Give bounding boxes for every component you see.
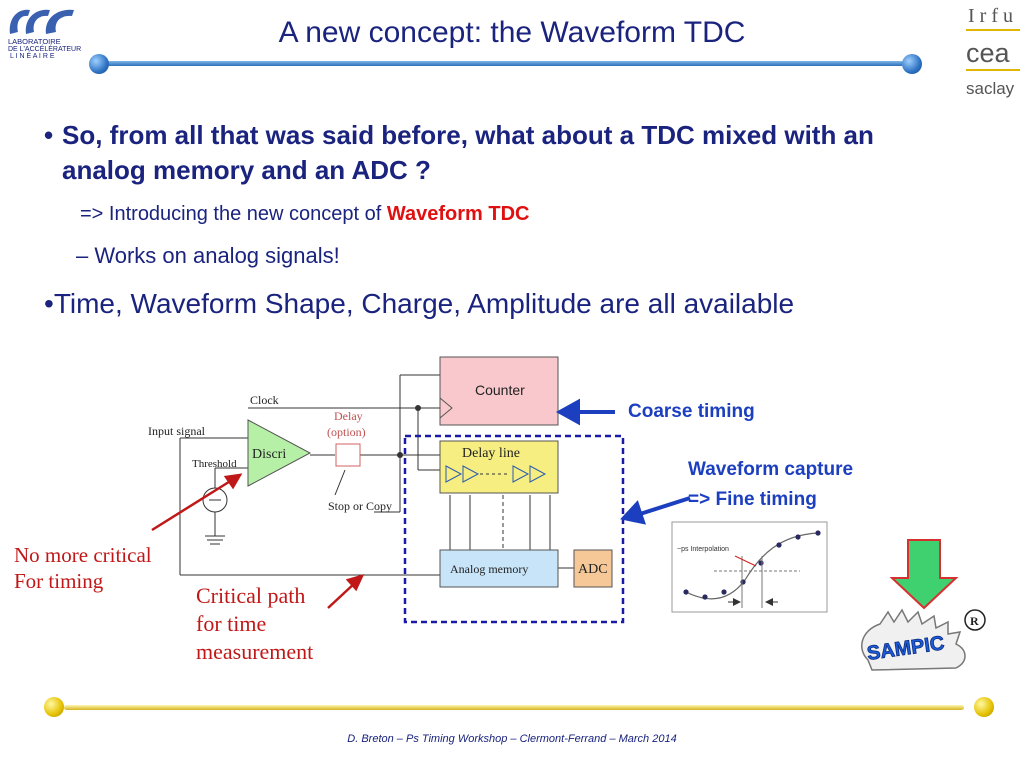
no-more-critical-line-2: For timing — [14, 569, 104, 593]
waveform-dashed-box — [403, 434, 625, 624]
bullet-1-sub-1: => Introducing the new concept of Wavefo… — [80, 203, 529, 226]
no-more-critical-line-1: No more critical — [14, 543, 152, 567]
bullet-2-text: Time, Waveform Shape, Charge, Amplitude … — [53, 288, 795, 319]
sub1-prefix: => Introducing the new concept of — [80, 203, 387, 225]
cea-text: cea — [966, 38, 1011, 68]
delay-option-box — [335, 443, 361, 467]
analog-memory-box — [439, 549, 559, 588]
slide-title: A new concept: the Waveform TDC — [278, 16, 746, 49]
delay-line-box — [439, 440, 559, 494]
fine-timing-label: => Fine timing — [688, 489, 817, 510]
sub1-highlight: Waveform TDC — [386, 203, 530, 225]
bullet-1-text: So, from all that was said before, what … — [62, 120, 874, 185]
waveform-capture-label: Waveform capture — [688, 459, 854, 480]
footer-text: D. Breton – Ps Timing Workshop – Clermon… — [347, 733, 677, 745]
critical-path-label: Critical path for time measurement — [196, 582, 313, 666]
bullet-2-dot: • — [44, 288, 54, 319]
coarse-timing-label: Coarse timing — [628, 401, 755, 422]
header-orb-left — [89, 54, 109, 74]
interpolation-inset — [671, 521, 828, 613]
threshold-label: Threshold — [192, 458, 237, 470]
lal-line-1: LABORATOIRE — [8, 37, 61, 46]
footer-orb-left — [44, 697, 64, 717]
footer-bar — [64, 705, 964, 710]
no-more-critical-label: No more critical For timing — [14, 542, 152, 594]
lal-line-2: DE L'ACCÉLÉRATEUR — [8, 44, 81, 53]
header-orb-right — [902, 54, 922, 74]
critical-path-line-3: measurement — [196, 639, 314, 664]
adc-label: ADC — [578, 562, 608, 577]
analog-memory-label: Analog memory — [450, 562, 528, 576]
irfu-text: Irfu — [968, 5, 1018, 27]
footer-orb-right — [974, 697, 994, 717]
header-bar — [104, 61, 904, 66]
discri-triangle — [247, 419, 312, 487]
counter-box — [439, 356, 559, 426]
delay-line-label: Delay line — [462, 446, 520, 461]
bullet-2: •Time, Waveform Shape, Charge, Amplitude… — [44, 288, 794, 320]
clock-label: Clock — [250, 393, 279, 407]
sampic-hedgehog — [861, 608, 966, 671]
green-down-arrow — [889, 539, 959, 610]
ps-interpolation-label: ~ps Interpolation — [677, 546, 729, 553]
critical-path-line-2: for time — [196, 611, 267, 636]
delay-option-label-1: Delay — [334, 409, 363, 423]
input-signal-label: Input signal — [148, 424, 206, 438]
lal-line-3: L I N É A I R E — [10, 51, 55, 60]
bullet-1: • So, from all that was said before, wha… — [44, 118, 944, 188]
discri-label: Discri — [252, 447, 286, 462]
bullet-1-sub-2: – Works on analog signals! — [76, 243, 340, 268]
counter-label: Counter — [475, 382, 525, 398]
stop-or-copy-label: Stop or Copy — [328, 499, 392, 513]
lal-logo: LABORATOIRE DE L'ACCÉLÉRATEUR L I N É A … — [8, 9, 81, 60]
registered-mark: R — [970, 614, 979, 628]
irfu-cea-logo: Irfu cea saclay — [966, 5, 1020, 98]
delay-option-label-2: (option) — [327, 425, 366, 439]
adc-box — [573, 549, 613, 588]
saclay-text: saclay — [966, 79, 1015, 98]
critical-path-line-1: Critical path — [196, 583, 306, 608]
bullet-1-dot: • — [44, 120, 54, 150]
